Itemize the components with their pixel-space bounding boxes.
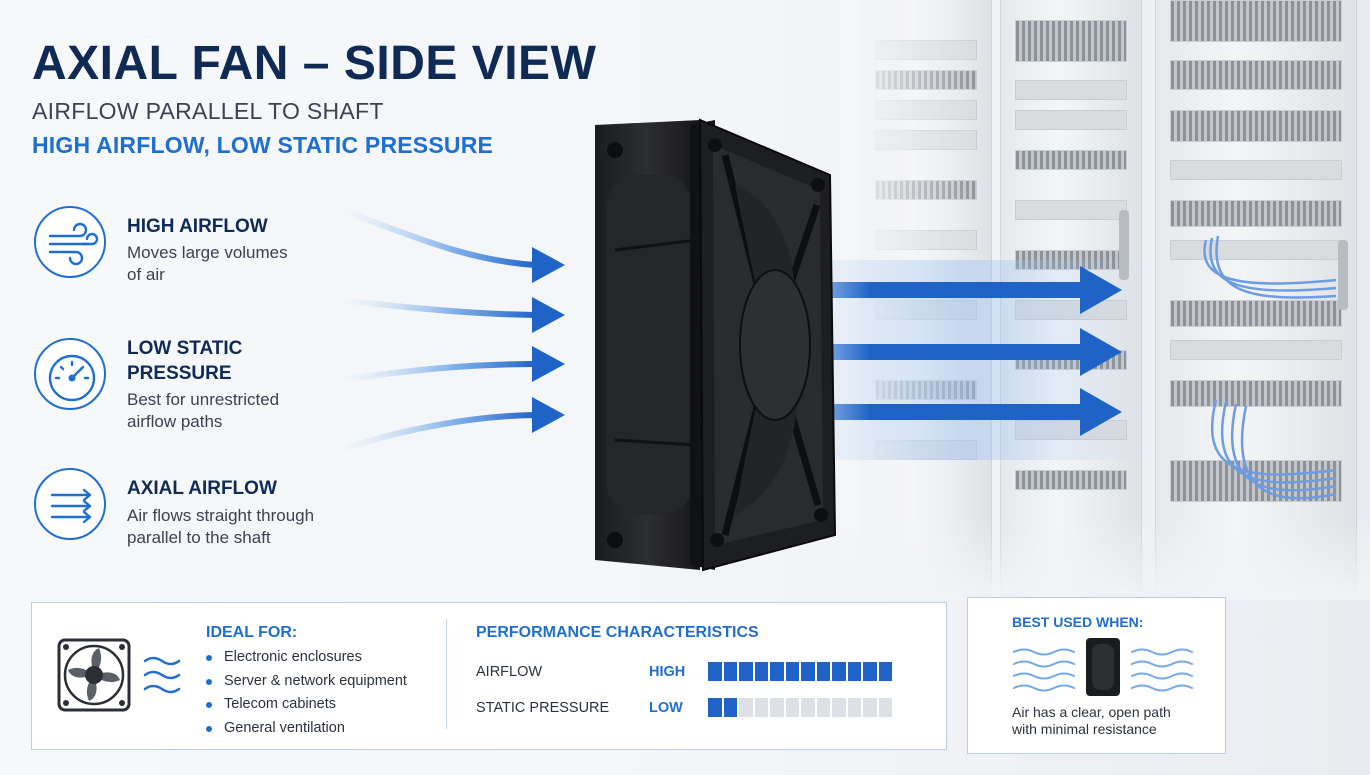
best-used-line: Air has a clear, open path xyxy=(1012,704,1171,720)
level-segment-filled xyxy=(770,662,784,681)
level-segment-empty xyxy=(785,698,799,717)
performance-title: PERFORMANCE CHARACTERISTICS xyxy=(476,624,759,641)
best-used-desc: Air has a clear, open path with minimal … xyxy=(1012,704,1212,738)
airflow-streams xyxy=(340,207,1140,460)
gauge-icon xyxy=(34,338,106,410)
level-segment-filled xyxy=(723,698,737,717)
level-segment-empty xyxy=(739,698,753,717)
airflow-waves-icon xyxy=(143,656,181,694)
level-segment-filled xyxy=(847,662,861,681)
parallel-arrows-icon xyxy=(34,468,106,540)
feature-desc: parallel to the shaft xyxy=(127,528,271,547)
feature-desc: Moves large volumes xyxy=(127,243,288,262)
level-segment-filled xyxy=(708,662,722,681)
ideal-for-title: IDEAL FOR: xyxy=(206,624,298,641)
level-segment-filled xyxy=(723,662,737,681)
list-item: Telecom cabinets xyxy=(206,696,407,720)
level-segment-empty xyxy=(832,698,846,717)
feature-desc: Air flows straight through xyxy=(127,506,315,525)
feature-axial-airflow: AXIAL AIRFLOW Air flows straight through… xyxy=(34,468,344,558)
level-segment-empty xyxy=(847,698,861,717)
level-segment-filled xyxy=(754,662,768,681)
fan-icon xyxy=(57,638,131,712)
best-used-panel: BEST USED WHEN: Air has a clear, open pa… xyxy=(967,597,1226,754)
page-subtitle: AIRFLOW PARALLEL TO SHAFT xyxy=(32,98,384,124)
server-rack xyxy=(1155,0,1357,600)
level-segment-empty xyxy=(878,698,892,717)
level-segment-filled xyxy=(863,662,877,681)
level-segment-filled xyxy=(708,698,722,717)
best-used-line: with minimal resistance xyxy=(1012,721,1157,737)
network-cables xyxy=(1203,235,1337,500)
feature-desc: airflow paths xyxy=(127,412,223,431)
best-used-title: BEST USED WHEN: xyxy=(1012,614,1144,630)
list-item: Electronic enclosures xyxy=(206,649,407,673)
airflow-rating: HIGH xyxy=(649,664,686,680)
airflow-label: AIRFLOW xyxy=(476,664,543,680)
ideal-for-list: Electronic enclosures Server & network e… xyxy=(206,649,407,743)
divider xyxy=(446,619,447,729)
info-panel: IDEAL FOR: Electronic enclosures Server … xyxy=(31,602,947,750)
page-tagline: HIGH AIRFLOW, LOW STATIC PRESSURE xyxy=(32,132,494,158)
level-segment-empty xyxy=(816,698,830,717)
feature-title: AXIAL AIRFLOW xyxy=(127,478,277,499)
outflow-arrows xyxy=(780,266,1122,436)
list-item: Server & network equipment xyxy=(206,673,407,697)
feature-title: PRESSURE xyxy=(127,363,232,384)
level-segment-filled xyxy=(785,662,799,681)
list-item: General ventilation xyxy=(206,720,407,744)
airflow-through-fan-icon xyxy=(1013,638,1193,696)
level-segment-empty xyxy=(754,698,768,717)
level-segment-empty xyxy=(770,698,784,717)
feature-high-airflow: HIGH AIRFLOW Moves large volumes of air xyxy=(34,206,344,296)
feature-desc: of air xyxy=(127,265,165,284)
page-title: AXIAL FAN – SIDE VIEW xyxy=(32,37,597,90)
feature-title: HIGH AIRFLOW xyxy=(127,216,268,237)
level-segment-filled xyxy=(801,662,815,681)
level-segment-filled xyxy=(878,662,892,681)
level-segment-filled xyxy=(739,662,753,681)
level-segment-empty xyxy=(863,698,877,717)
feature-desc: Best for unrestricted xyxy=(127,390,280,409)
inflow-arrows xyxy=(340,207,565,453)
level-segment-empty xyxy=(801,698,815,717)
static-pressure-level-bar xyxy=(708,698,892,717)
level-segment-filled xyxy=(816,662,830,681)
level-segment-filled xyxy=(832,662,846,681)
wind-icon xyxy=(34,206,106,278)
airflow-level-bar xyxy=(708,662,892,681)
static-pressure-rating: LOW xyxy=(649,700,683,716)
static-pressure-label: STATIC PRESSURE xyxy=(476,700,610,716)
feature-title: LOW STATIC xyxy=(127,338,243,359)
axial-fan-image xyxy=(595,118,837,572)
feature-low-static-pressure: LOW STATIC PRESSURE Best for unrestricte… xyxy=(34,336,344,436)
